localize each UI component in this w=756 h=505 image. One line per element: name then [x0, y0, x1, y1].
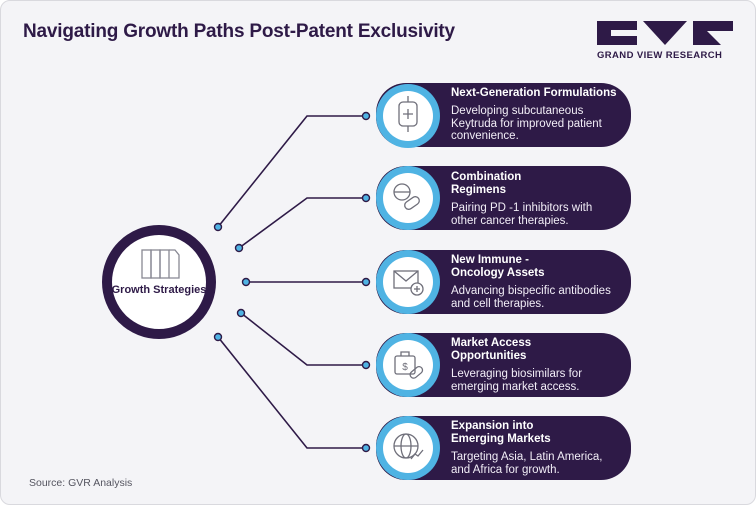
connector-dot: [363, 113, 370, 120]
connector-dot: [363, 445, 370, 452]
strategy-title: Combination Regimens: [451, 171, 541, 197]
strategy-card-text-5: Expansion into Emerging Markets Targetin…: [451, 420, 616, 476]
strategy-description: Leveraging biosimilars for emerging mark…: [451, 368, 616, 393]
strategy-title: New Immune - Oncology Assets: [451, 254, 561, 280]
connector-4: [241, 313, 366, 365]
strategy-card-text-4: Market Access Opportunities Leveraging b…: [451, 337, 616, 393]
dollar-icon: $: [402, 362, 408, 373]
strategy-title: Next-Generation Formulations: [451, 87, 626, 100]
strategy-title: Expansion into Emerging Markets: [451, 420, 571, 446]
connector-dot: [215, 334, 222, 341]
connector-dot: [363, 279, 370, 286]
strategy-card-text-1: Next-Generation Formulations Developing …: [451, 87, 626, 143]
connector-1: [218, 116, 366, 227]
connector-dot: [363, 195, 370, 202]
connector-dot: [236, 245, 243, 252]
strategy-description: Advancing bispecific antibodies and cell…: [451, 285, 621, 310]
strategy-description: Pairing PD -1 inhibitors with other canc…: [451, 202, 601, 227]
center-label: Growth Strategies: [111, 284, 207, 296]
connector-dot: [363, 362, 370, 369]
connector-2: [239, 198, 366, 248]
strategy-card-text-2: Combination Regimens Pairing PD -1 inhib…: [451, 171, 601, 227]
connector-dot: [215, 224, 222, 231]
center-circle: [107, 230, 211, 334]
connector-dot: [243, 279, 250, 286]
strategy-card-text-3: New Immune - Oncology Assets Advancing b…: [451, 254, 621, 310]
connector-dot: [238, 310, 245, 317]
strategy-description: Developing subcutaneous Keytruda for imp…: [451, 105, 626, 143]
strategy-title: Market Access Opportunities: [451, 337, 546, 363]
strategy-description: Targeting Asia, Latin America, and Afric…: [451, 451, 616, 476]
source-note: Source: GVR Analysis: [29, 477, 132, 489]
